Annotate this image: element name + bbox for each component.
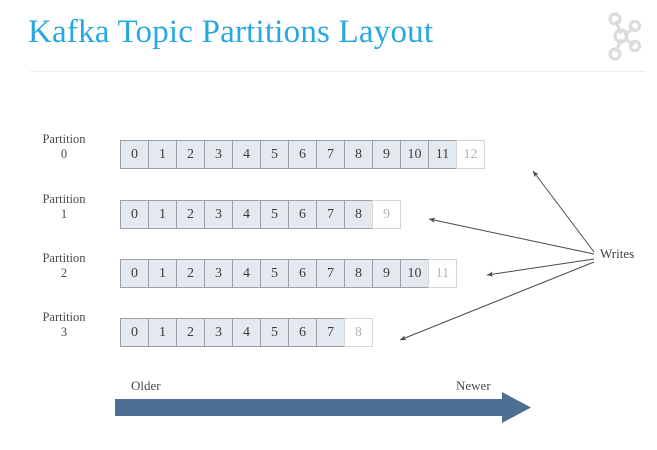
partition-row: Partition 0 0 1 2 3 4 5 6 7 8 9 10 11 12 xyxy=(0,132,657,174)
offset-cell: 7 xyxy=(316,140,345,169)
header-divider xyxy=(30,71,645,72)
offset-cell: 3 xyxy=(204,318,233,347)
offset-cell: 0 xyxy=(120,140,149,169)
offset-cell: 4 xyxy=(232,140,261,169)
offset-cell: 6 xyxy=(288,140,317,169)
offset-cell: 8 xyxy=(344,259,373,288)
offset-cell: 9 xyxy=(372,140,401,169)
slide-header: Kafka Topic Partitions Layout xyxy=(0,0,657,80)
older-label: Older xyxy=(131,378,161,393)
offset-cell: 2 xyxy=(176,259,205,288)
partition-label-name: Partition xyxy=(42,132,86,146)
offset-cell: 7 xyxy=(316,200,345,229)
partition-label-name: Partition xyxy=(42,251,86,265)
partition-label-index: 0 xyxy=(60,147,68,161)
offset-cell: 2 xyxy=(176,318,205,347)
offset-cell: 6 xyxy=(288,318,317,347)
offset-cell: 5 xyxy=(260,200,289,229)
next-offset-cell: 11 xyxy=(428,259,457,288)
partition-label: Partition 0 xyxy=(22,132,106,162)
offset-cell: 3 xyxy=(204,200,233,229)
partition-label: Partition 3 xyxy=(22,310,106,340)
next-offset-cell: 9 xyxy=(372,200,401,229)
newer-label: Newer xyxy=(456,378,491,393)
offset-cell: 1 xyxy=(148,140,177,169)
offset-cell: 2 xyxy=(176,140,205,169)
next-offset-cell: 8 xyxy=(344,318,373,347)
offset-cell: 5 xyxy=(260,318,289,347)
offset-cell: 5 xyxy=(260,259,289,288)
offset-cell: 4 xyxy=(232,200,261,229)
next-offset-cell: 12 xyxy=(456,140,485,169)
partition-label-index: 3 xyxy=(60,325,68,339)
partition-row: Partition 1 0 1 2 3 4 5 6 7 8 9 xyxy=(0,192,657,234)
offset-cell: 0 xyxy=(120,200,149,229)
partition-row: Partition 3 0 1 2 3 4 5 6 7 8 xyxy=(0,310,657,352)
offset-cell: 7 xyxy=(316,259,345,288)
partition-cells: 0 1 2 3 4 5 6 7 8 9 xyxy=(120,200,401,229)
offset-cell: 9 xyxy=(372,259,401,288)
offset-cell: 1 xyxy=(148,318,177,347)
offset-cell: 2 xyxy=(176,200,205,229)
partition-label: Partition 2 xyxy=(22,251,106,281)
partition-label-name: Partition xyxy=(42,192,86,206)
offset-cell: 1 xyxy=(148,259,177,288)
offset-cell: 11 xyxy=(428,140,457,169)
partition-cells: 0 1 2 3 4 5 6 7 8 xyxy=(120,318,373,347)
offset-cell: 3 xyxy=(204,259,233,288)
writes-label: Writes xyxy=(600,246,635,261)
page-title: Kafka Topic Partitions Layout xyxy=(28,14,434,50)
offset-cell: 4 xyxy=(232,318,261,347)
partition-cells: 0 1 2 3 4 5 6 7 8 9 10 11 xyxy=(120,259,457,288)
offset-cell: 6 xyxy=(288,259,317,288)
offset-cell: 6 xyxy=(288,200,317,229)
partition-label-index: 1 xyxy=(60,207,68,221)
partition-cells: 0 1 2 3 4 5 6 7 8 9 10 11 12 xyxy=(120,140,485,169)
partition-label-index: 2 xyxy=(60,266,68,280)
partition-label: Partition 1 xyxy=(22,192,106,222)
offset-cell: 10 xyxy=(400,259,429,288)
offset-cell: 1 xyxy=(148,200,177,229)
offset-cell: 8 xyxy=(344,140,373,169)
offset-cell: 8 xyxy=(344,200,373,229)
kafka-logo-icon xyxy=(600,10,644,62)
offset-cell: 5 xyxy=(260,140,289,169)
offset-cell: 10 xyxy=(400,140,429,169)
offset-cell: 0 xyxy=(120,259,149,288)
offset-cell: 4 xyxy=(232,259,261,288)
partition-row: Partition 2 0 1 2 3 4 5 6 7 8 9 10 11 xyxy=(0,251,657,293)
offset-cell: 7 xyxy=(316,318,345,347)
time-direction-arrow-icon xyxy=(115,392,531,423)
offset-cell: 3 xyxy=(204,140,233,169)
offset-cell: 0 xyxy=(120,318,149,347)
partition-label-name: Partition xyxy=(42,310,86,324)
